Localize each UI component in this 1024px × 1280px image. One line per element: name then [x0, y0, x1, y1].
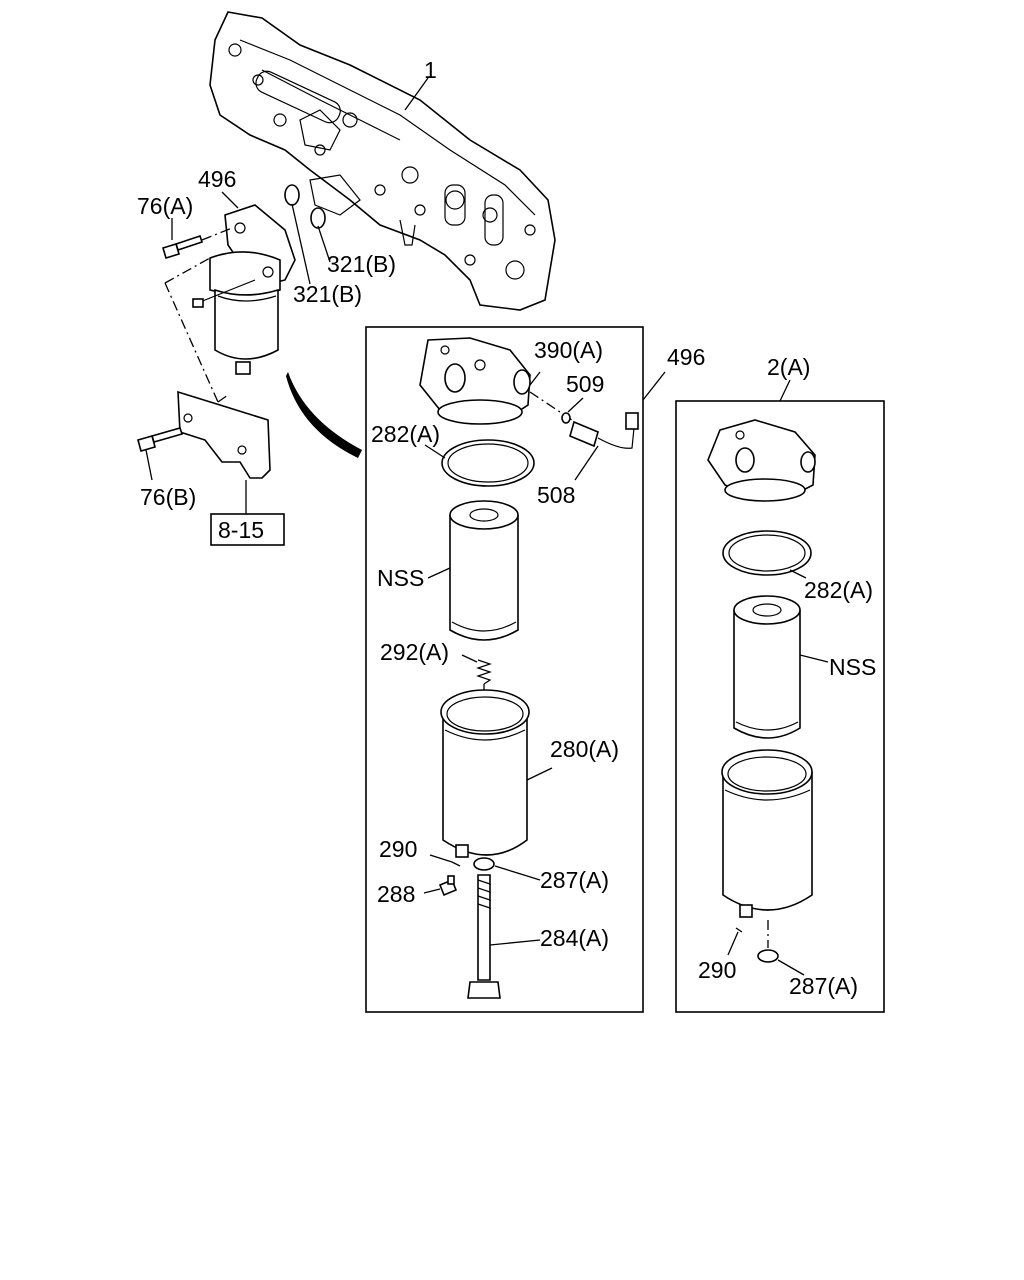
label-part-76a: 76(A) — [137, 193, 193, 219]
leader-288 — [423, 888, 441, 894]
filter-element-nss-right — [733, 595, 801, 739]
o-ring-282a-left-inner — [447, 443, 529, 483]
o-ring-282a-right — [722, 530, 812, 576]
leader-1 — [404, 77, 429, 111]
leader-496-box — [642, 371, 666, 401]
bracket — [177, 390, 271, 479]
label-part-284a: 284(A) — [540, 925, 609, 951]
filter-assembly-496 — [192, 204, 296, 375]
label-part-496-box: 496 — [667, 344, 705, 370]
bowl-right — [721, 749, 813, 918]
sensor-508 — [569, 412, 639, 449]
reference-box-8-15 — [210, 513, 285, 546]
label-part-290-left: 290 — [379, 836, 417, 862]
bracket-dashed-connector — [164, 282, 219, 403]
bracket-dashed-connector-3 — [217, 394, 229, 403]
leader-508 — [574, 445, 599, 481]
bolt-76a — [162, 234, 204, 260]
detail-box-496 — [365, 326, 644, 1013]
label-part-280a: 280(A) — [550, 736, 619, 762]
drain-pin-290-right — [735, 927, 743, 933]
o-ring-282a-right-inner — [728, 534, 806, 572]
bowl-280a — [440, 689, 530, 858]
leader-496-top — [221, 191, 239, 209]
drain-plug-288 — [438, 875, 458, 897]
leader-292a — [461, 654, 478, 663]
leader-321b-2 — [291, 203, 311, 285]
label-part-1: 1 — [424, 57, 437, 83]
bracket-dashed-connector-2 — [164, 257, 211, 284]
label-part-321b-2: 321(B) — [293, 281, 362, 307]
bolt-76b — [137, 427, 184, 452]
filter-element-nss-left — [449, 500, 519, 641]
label-part-508: 508 — [537, 482, 575, 508]
leader-nss-right — [799, 654, 829, 663]
o-ring-287a-right — [757, 949, 779, 963]
engine-housing-part — [209, 11, 556, 311]
label-nss-left: NSS — [377, 565, 424, 591]
leader-284a — [489, 939, 541, 946]
leader-321b-1 — [317, 225, 331, 263]
leader-2a — [779, 379, 791, 402]
o-ring-321b-lower — [310, 207, 326, 229]
label-part-287a-left: 287(A) — [540, 867, 609, 893]
leader-390a — [529, 371, 541, 386]
leader-290-right — [727, 931, 739, 956]
o-ring-287a-left — [473, 857, 495, 871]
filter-head-right — [707, 419, 816, 502]
drain-pin-290-left — [451, 861, 461, 867]
leader-282a-right — [789, 569, 807, 579]
label-part-2a: 2(A) — [767, 354, 810, 380]
leader-287a-left — [494, 865, 541, 881]
center-bolt-284a — [467, 874, 501, 999]
leader-287a-right — [777, 959, 805, 976]
label-part-390a: 390(A) — [534, 337, 603, 363]
label-part-282a-right: 282(A) — [804, 577, 873, 603]
leader-290-left — [429, 854, 453, 863]
leader-282a-left — [424, 444, 446, 459]
o-ring-321b-upper — [284, 184, 300, 206]
label-part-288: 288 — [377, 881, 415, 907]
bolt-76a-path — [201, 227, 233, 241]
detail-view-arrow — [286, 372, 362, 458]
spring-292a — [476, 659, 492, 685]
leader-76b — [145, 449, 153, 481]
filter-head-390a — [419, 337, 531, 425]
label-part-287a-right: 287(A) — [789, 973, 858, 999]
label-part-282a-left: 282(A) — [371, 421, 440, 447]
leader-nss-left — [427, 567, 451, 579]
o-ring-282a-left — [441, 439, 535, 487]
label-part-290-right: 290 — [698, 957, 736, 983]
label-nss-right: NSS — [829, 654, 876, 680]
o-ring-509 — [561, 412, 571, 424]
label-part-76b: 76(B) — [140, 484, 196, 510]
label-part-292a: 292(A) — [380, 639, 449, 665]
label-part-321b-1: 321(B) — [327, 251, 396, 277]
label-part-509: 509 — [566, 371, 604, 397]
label-part-496-top: 496 — [198, 166, 236, 192]
label-ref-8-15[interactable]: 8-15 — [218, 517, 264, 543]
leader-280a — [526, 767, 553, 781]
leader-509 — [567, 397, 584, 413]
